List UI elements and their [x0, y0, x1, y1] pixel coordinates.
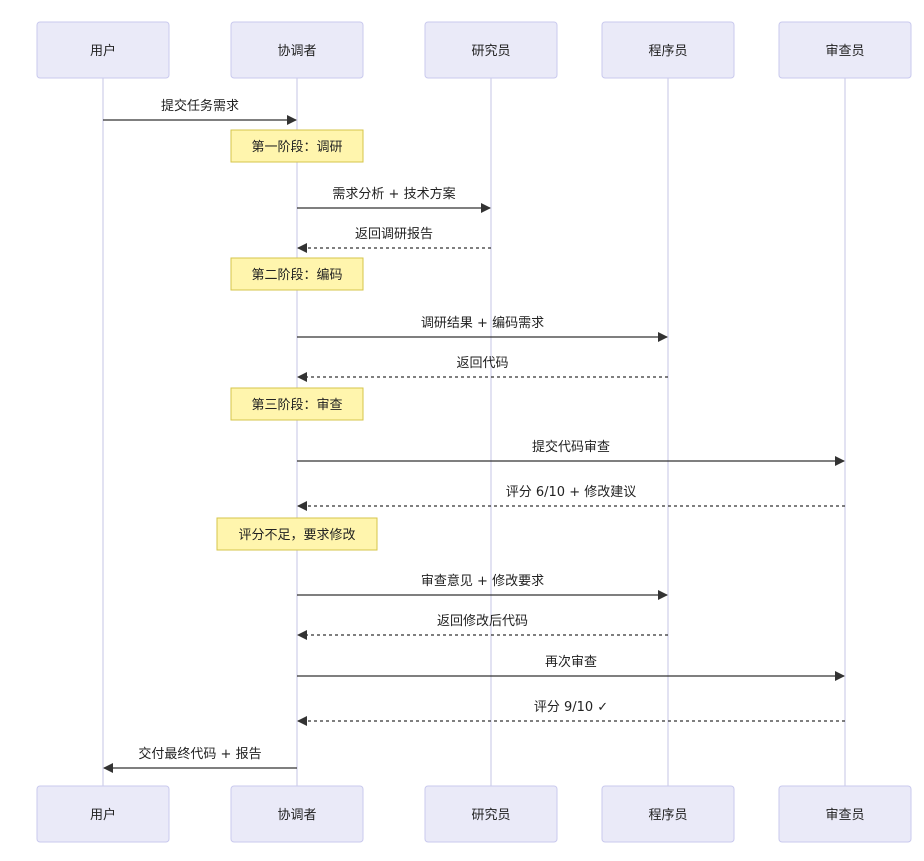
actor-rect: [36, 21, 170, 79]
message-label: 再次审查: [545, 654, 597, 670]
actor-label: 研究员: [471, 808, 510, 823]
actor-label: 审查员: [825, 808, 864, 823]
actor-label: 程序员: [648, 808, 687, 823]
message-label: 需求分析 + 技术方案: [332, 186, 455, 202]
actor-box-top-1: 协调者: [230, 21, 364, 79]
note-rect: [230, 257, 364, 291]
message-9: 评分 6/10 + 修改建议: [297, 485, 845, 511]
note-4: 第二阶段：编码: [230, 257, 364, 291]
actor-rect: [36, 785, 170, 843]
note-7: 第三阶段：审查: [230, 387, 364, 421]
message-label: 提交代码审查: [532, 439, 610, 455]
message-14: 评分 9/10 ✓: [297, 700, 845, 726]
actor-rect: [230, 785, 364, 843]
actor-box-top-4: 审查员: [778, 21, 912, 79]
message-label: 评分 6/10 + 修改建议: [506, 485, 636, 500]
actor-rect: [778, 21, 912, 79]
message-6: 返回代码: [297, 356, 668, 382]
message-label: 返回调研报告: [355, 227, 433, 242]
actor-box-top-3: 程序员: [601, 21, 735, 79]
actor-box-bottom-4: 审查员: [778, 785, 912, 843]
message-0: 提交任务需求: [103, 98, 297, 125]
actor-box-top-0: 用户: [36, 21, 170, 79]
note-label: 评分不足，要求修改: [238, 528, 355, 543]
actor-rect: [601, 21, 735, 79]
actor-rect: [601, 785, 735, 843]
message-label: 审查意见 + 修改要求: [421, 573, 544, 589]
actor-rect: [230, 21, 364, 79]
actor-label: 协调者: [277, 808, 316, 823]
message-label: 返回代码: [456, 356, 508, 371]
message-label: 交付最终代码 + 报告: [138, 746, 261, 762]
note-10: 评分不足，要求修改: [216, 517, 378, 551]
actor-rect: [424, 21, 558, 79]
note-label: 第一阶段：调研: [251, 140, 342, 155]
note-rect: [216, 517, 378, 551]
message-label: 提交任务需求: [161, 98, 239, 114]
actor-box-bottom-1: 协调者: [230, 785, 364, 843]
actor-label: 协调者: [277, 44, 316, 59]
note-label: 第二阶段：编码: [251, 268, 342, 283]
actor-box-bottom-0: 用户: [36, 785, 170, 843]
message-5: 调研结果 + 编码需求: [297, 316, 668, 342]
message-label: 评分 9/10 ✓: [534, 700, 608, 715]
actor-label: 用户: [90, 43, 116, 59]
note-1: 第一阶段：调研: [230, 129, 364, 163]
message-label: 调研结果 + 编码需求: [421, 316, 544, 331]
message-12: 返回修改后代码: [297, 614, 668, 640]
actor-box-top-2: 研究员: [424, 21, 558, 79]
message-13: 再次审查: [297, 654, 845, 681]
actor-box-bottom-3: 程序员: [601, 785, 735, 843]
note-rect: [230, 129, 364, 163]
actor-label: 程序员: [648, 44, 687, 59]
message-2: 需求分析 + 技术方案: [297, 186, 491, 213]
actor-label: 用户: [90, 807, 116, 823]
note-rect: [230, 387, 364, 421]
actor-rect: [778, 785, 912, 843]
message-15: 交付最终代码 + 报告: [103, 746, 297, 773]
message-label: 返回修改后代码: [437, 614, 528, 629]
note-label: 第三阶段：审查: [251, 398, 342, 413]
actor-rect: [424, 785, 558, 843]
message-3: 返回调研报告: [297, 227, 491, 253]
actor-label: 审查员: [825, 44, 864, 59]
message-8: 提交代码审查: [297, 439, 845, 466]
actor-label: 研究员: [471, 44, 510, 59]
actor-box-bottom-2: 研究员: [424, 785, 558, 843]
message-11: 审查意见 + 修改要求: [297, 573, 668, 600]
